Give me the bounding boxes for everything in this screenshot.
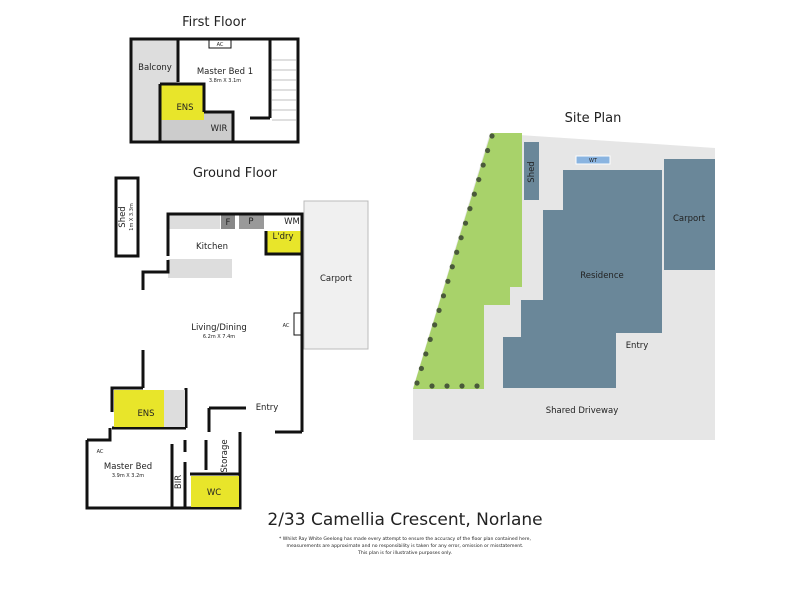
ground-floor-plan: Ground Floor Shed 1m X 3.3m Carport F P … [85,166,369,510]
first-floor-plan: First Floor AC Balcony Master Bed 1 3.8m… [129,15,300,144]
wir-label: WIR [211,124,228,134]
ens-label: ENS [137,409,154,419]
ac-label: AC [283,323,290,329]
shed-dims: 1m X 3.3m [129,203,135,231]
ens-shower [160,120,204,141]
ens-label: ENS [176,103,193,113]
tree-icon [418,365,425,372]
kitchen-label: Kitchen [196,242,228,252]
tree-icon [458,235,464,241]
wc-area [191,476,239,507]
tree-icon [429,383,435,389]
site-plan-title: Site Plan [565,111,622,126]
tree-icon [440,293,447,299]
living-dining-dims: 6.2m X 7.4m [203,334,235,340]
site-carport-label: Carport [673,214,706,224]
disclaimer-line-2: measurements are approximate and no resp… [287,543,524,549]
carport-label: Carport [320,274,353,284]
master-bed-label: Master Bed [104,462,152,472]
tree-icon [444,383,450,389]
ens-area [160,84,204,120]
laundry [266,231,302,254]
ens-shower [164,390,185,427]
ens-area [114,390,164,427]
tree-icon [445,278,451,284]
kitchen-island [168,259,232,278]
tree-icon [436,307,442,313]
water-tank [575,155,611,165]
tree-icon [462,220,469,226]
tree-icon [467,206,473,212]
tree-icon [484,147,491,154]
tree-icon [474,383,480,389]
ground-floor-walls [85,212,304,510]
first-floor-walls [158,39,272,141]
wir-area [204,112,233,141]
ac-unit [293,312,303,336]
storage-label: Storage [220,439,230,472]
site-entry-label: Entry [626,341,649,351]
laundry-label: L'dry [273,232,294,242]
tree-icon [427,336,433,343]
kitchen-bench [168,215,220,229]
tree-icon [471,191,477,197]
residence-label: Residence [580,271,623,281]
site-shed-label: Shed [527,161,537,182]
tree-row [414,133,495,389]
disclaimer-line-3: This plan is for illustrative purposes o… [357,550,452,556]
water-tank-label: WT [589,158,598,164]
lawn [413,133,522,389]
shared-driveway-label: Shared Driveway [546,406,618,416]
property-address: 2/33 Camellia Crescent, Norlane [267,510,542,530]
master-bed-1-dims: 3.8m X 3.1m [209,78,241,84]
first-floor-title: First Floor [182,15,246,30]
tree-icon [480,162,486,168]
site-shed [524,142,539,200]
ground-floor-title: Ground Floor [193,166,278,181]
living-dining-label: Living/Dining [191,323,247,333]
carport [303,200,369,350]
disclaimer-line-1: * Whilst Ray White Geelong has made ever… [279,536,531,542]
tree-icon [414,380,420,386]
balcony-label: Balcony [138,63,172,73]
tree-icon [459,383,465,389]
fridge-label: F [226,218,231,228]
wc-label: WC [207,488,221,498]
tree-icon [449,264,455,270]
master-bed-dims: 3.9m X 3.2m [112,473,144,479]
shed [114,176,140,258]
site-carport [664,159,715,270]
pantry-label: P [248,217,253,227]
tree-icon [432,322,438,328]
master-bed-1-label: Master Bed 1 [197,67,253,77]
stairs [272,59,296,121]
shed-label: Shed [118,206,128,227]
bir-label: BIR [174,475,184,489]
tree-icon [489,133,495,139]
ac-label: AC [217,42,224,48]
wm-label: WM [284,217,300,227]
tree-icon [476,176,482,183]
residence [503,170,662,388]
ac-label-bed: AC [97,449,104,455]
ac-unit [208,38,232,49]
pantry [239,215,264,229]
tree-icon [454,249,460,255]
fridge [221,215,235,229]
tree-icon [423,351,429,357]
entry-label: Entry [256,403,279,413]
site-plan: Site Plan Shed WT Residence Carport Entr… [413,111,715,440]
